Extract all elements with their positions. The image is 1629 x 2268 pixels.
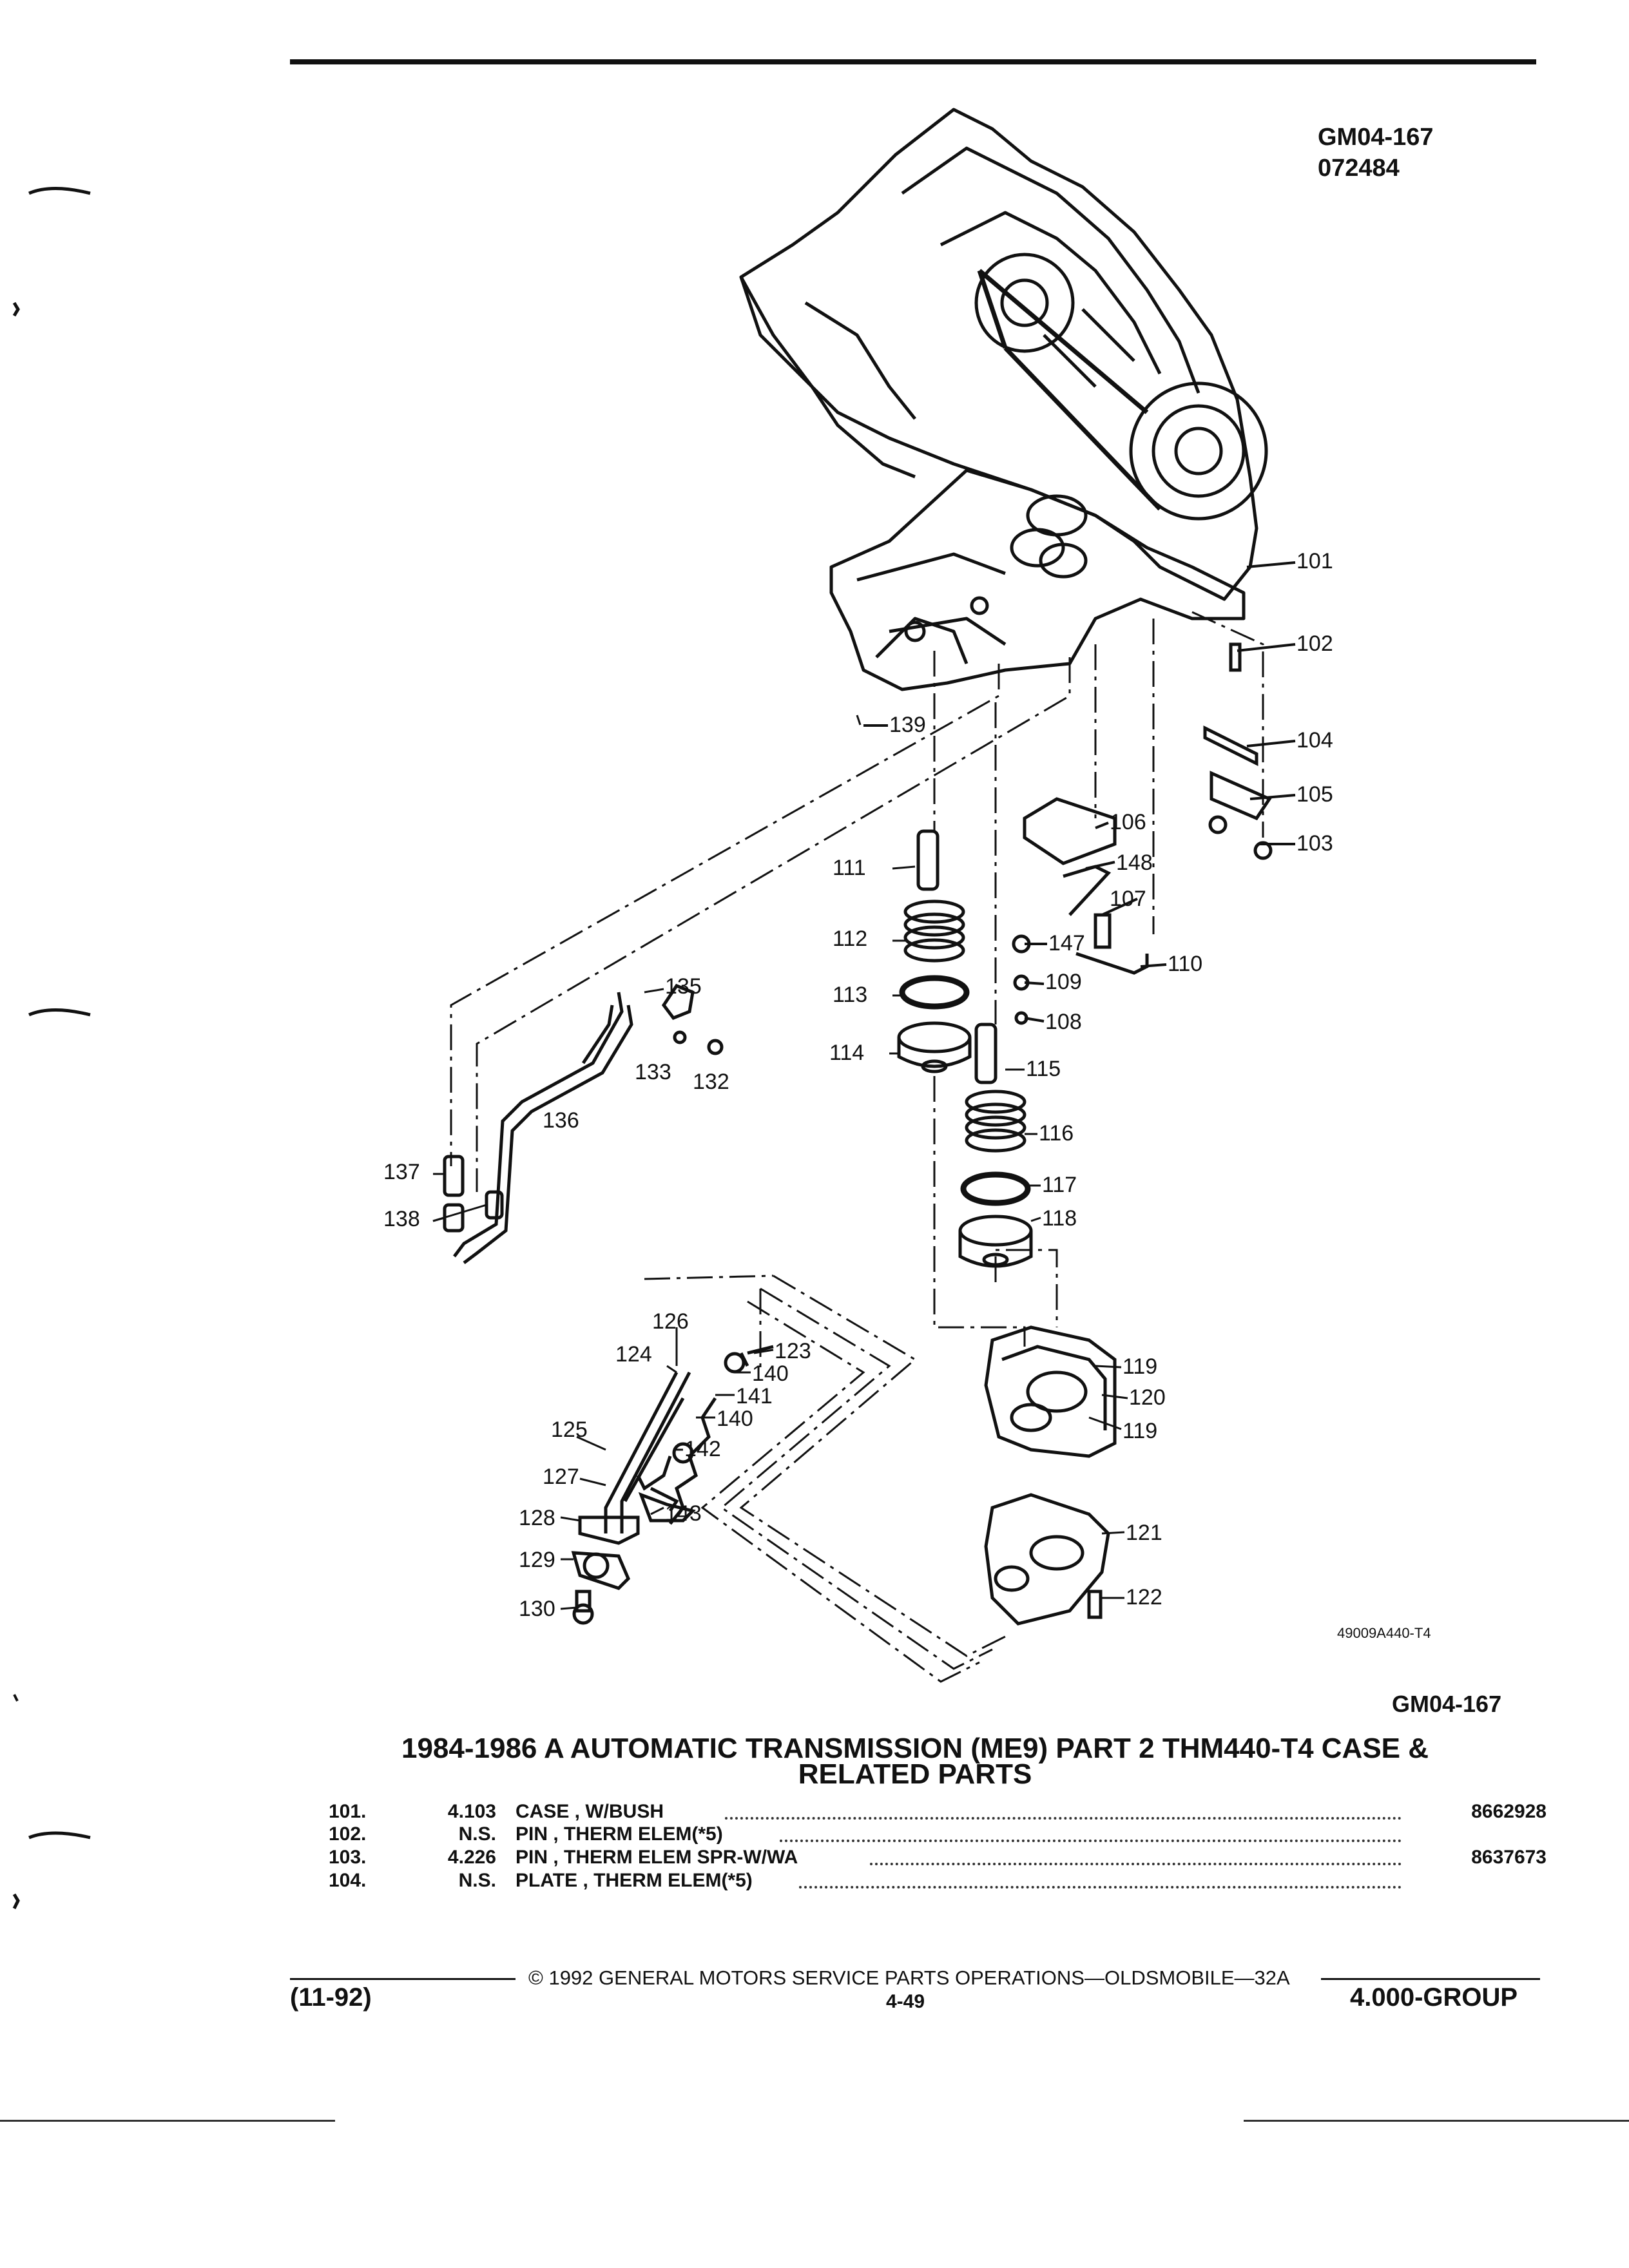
part-desc: CASE , W/BUSH (516, 1801, 664, 1822)
callout-136: 136 (543, 1108, 579, 1133)
callout-113: 113 (833, 983, 868, 1007)
top-rule (290, 59, 1536, 64)
case-housing (739, 108, 1258, 601)
copyright-notice: © 1992 GENERAL MOTORS SERVICE PARTS OPER… (528, 1966, 1290, 1989)
callout-127: 127 (543, 1465, 579, 1489)
doc-date: 072484 (1318, 155, 1400, 182)
callout-105: 105 (1296, 782, 1333, 807)
callout-147: 147 (1048, 931, 1085, 956)
footer-rule-left (290, 1978, 516, 1980)
figure-image-ref: 49009A440-T4 (1337, 1625, 1431, 1641)
callout-108: 108 (1045, 1010, 1082, 1034)
callout-104: 104 (1296, 728, 1333, 753)
callout-133: 133 (635, 1060, 671, 1084)
callout-101: 101 (1296, 549, 1333, 573)
section-title-line2: RELATED PARTS (798, 1758, 1032, 1790)
callout-138: 138 (383, 1207, 420, 1231)
callout-124: 124 (615, 1342, 652, 1367)
part-item: 102. (329, 1823, 367, 1845)
callout-142: 142 (684, 1437, 721, 1461)
callout-135: 135 (665, 974, 702, 999)
callout-112: 112 (833, 927, 868, 951)
callout-106: 106 (1110, 810, 1146, 834)
page-number: 4-49 (886, 1991, 925, 2012)
callout-137: 137 (383, 1160, 420, 1184)
callout-107: 107 (1110, 887, 1146, 911)
callout-103: 103 (1296, 831, 1333, 856)
part-number: 8662928 (1471, 1801, 1547, 1822)
part-desc: PLATE , THERM ELEM(*5) (516, 1870, 753, 1891)
callout-119-upper: 119 (1123, 1354, 1158, 1379)
callout-121: 121 (1126, 1521, 1162, 1545)
lower-case (829, 468, 1246, 691)
callout-126: 126 (652, 1309, 689, 1334)
part-item: 104. (329, 1870, 367, 1891)
part-desc: PIN , THERM ELEM(*5) (516, 1823, 723, 1845)
part-ref: N.S. (458, 1870, 496, 1891)
callout-120: 120 (1129, 1385, 1166, 1410)
callout-140-upper: 140 (752, 1361, 789, 1386)
scan-rule-left (0, 2120, 335, 2122)
callout-130: 130 (519, 1597, 555, 1621)
callout-123: 123 (775, 1339, 811, 1363)
group-label: 4.000-GROUP (1350, 1983, 1518, 2012)
callout-122: 122 (1126, 1585, 1162, 1610)
callout-132: 132 (693, 1070, 729, 1094)
exploded-view-illustration (432, 108, 1296, 1683)
part-ref: N.S. (458, 1823, 496, 1845)
callout-117: 117 (1042, 1173, 1077, 1197)
callout-110: 110 (1168, 952, 1203, 976)
callout-114: 114 (829, 1041, 865, 1065)
callout-111: 111 (833, 856, 866, 880)
callout-116: 116 (1039, 1121, 1074, 1146)
callout-119-lower: 119 (1123, 1419, 1158, 1443)
callout-129: 129 (519, 1548, 555, 1572)
margin-marks (12, 187, 91, 1910)
scan-rule-right (1244, 2120, 1629, 2122)
part-ref: 4.226 (447, 1847, 496, 1868)
callout-109: 109 (1045, 970, 1082, 994)
callout-128: 128 (519, 1506, 555, 1530)
part-item: 103. (329, 1847, 367, 1868)
callout-102: 102 (1296, 631, 1333, 656)
doc-code: GM04-167 (1318, 124, 1434, 151)
revision-date: (11-92) (290, 1983, 372, 2012)
part-item: 101. (329, 1801, 367, 1822)
callout-125: 125 (551, 1418, 588, 1442)
section-title-line1: 1984-1986 A AUTOMATIC TRANSMISSION (ME9)… (401, 1733, 1429, 1764)
part-number: 8637673 (1471, 1847, 1547, 1868)
callout-139: 139 (889, 713, 926, 737)
callout-140-lower: 140 (717, 1407, 753, 1431)
part-desc: PIN , THERM ELEM SPR-W/WA (516, 1847, 798, 1868)
callout-143: 143 (665, 1501, 702, 1526)
callout-148: 148 (1116, 850, 1153, 875)
callout-118: 118 (1042, 1206, 1077, 1231)
figure-code: GM04-167 (1392, 1691, 1502, 1717)
callout-115: 115 (1026, 1057, 1061, 1081)
callout-141: 141 (736, 1384, 773, 1408)
footer-rule-right (1321, 1978, 1540, 1980)
part-ref: 4.103 (447, 1801, 496, 1822)
